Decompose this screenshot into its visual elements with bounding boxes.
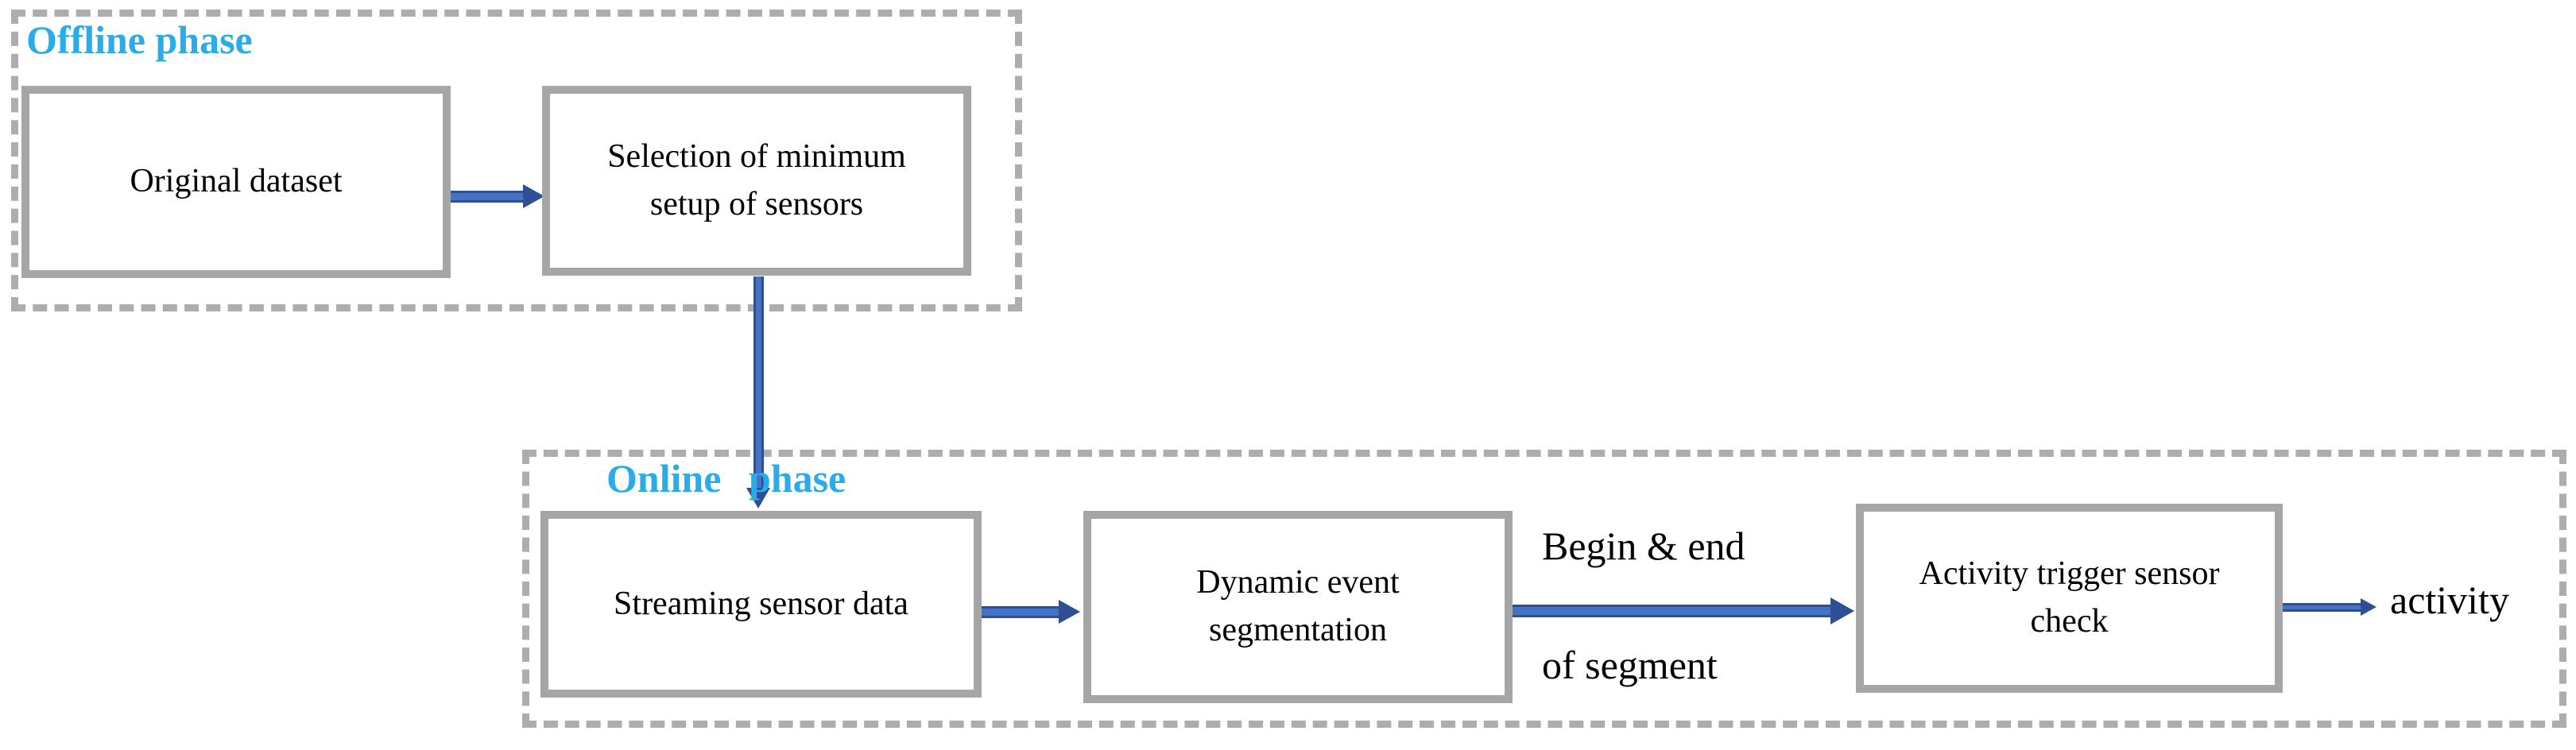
offline-phase-label: Offline phase [26,17,253,62]
node-minimum-sensor-setup: Selection of minimum setup of sensors [542,86,971,276]
of-segment-label: of segment [1542,643,1718,687]
arrow-head-icon [746,488,770,508]
node-streaming-sensor-data: Streaming sensor data [540,511,982,698]
arrow-shaft [982,605,1059,618]
node-dynamic-event-segmentation: Dynamic event segmentation [1083,511,1513,703]
arrow-selection-to-streaming [746,276,770,508]
online-phase-frame [522,450,2566,728]
arrow-head-icon [523,184,544,208]
arrow-head-icon [2361,598,2377,616]
arrow-head-icon [1830,597,1854,624]
node-original-dataset: Original dataset [21,86,451,278]
arrow-check-to-activity [2278,598,2377,616]
node-streaming-sensor-data-label: Streaming sensor data [614,585,908,622]
arrow-dataset-to-selection [449,184,544,208]
node-activity-trigger-sensor-check: Activity trigger sensor check [1856,504,2283,693]
arrow-shaft [2278,602,2361,612]
activity-output-label: activity [2390,578,2509,622]
node-original-dataset-label: Original dataset [130,163,343,200]
arrow-shaft [449,190,523,203]
node-dynamic-event-segmentation-label: Dynamic event segmentation [1196,564,1400,648]
offline-phase-frame [11,10,1022,311]
online-phase-label: Online phase [606,456,846,501]
arrow-shaft [753,276,764,488]
node-minimum-sensor-setup-label: Selection of minimum setup of sensors [607,137,906,222]
begin-end-label: Begin & end [1542,524,1745,568]
arrow-head-icon [1059,600,1080,624]
arrow-dynamic-to-activity-check [1513,597,1854,624]
arrow-shaft [1513,605,1830,617]
node-activity-trigger-sensor-check-label: Activity trigger sensor check [1919,555,2220,640]
arrow-streaming-to-dynamic [982,600,1080,624]
